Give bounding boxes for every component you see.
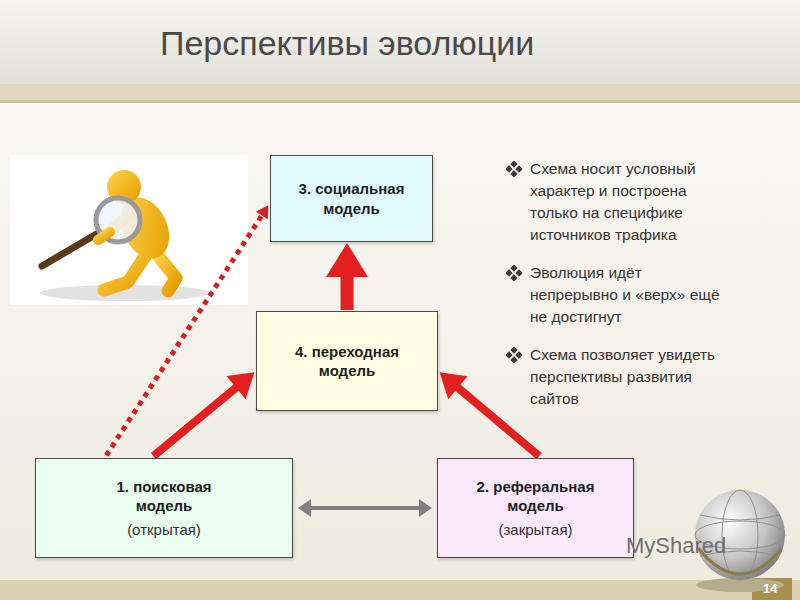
bullet-diamond	[515, 165, 522, 172]
model-box: 2. реферальная модель (закрытая)	[437, 458, 634, 558]
model-type: (открытая)	[127, 520, 201, 540]
model-name: 4. переходная модель	[277, 342, 417, 381]
slide-title: Перспективы эволюции	[160, 24, 534, 63]
model-name: 1. поисковая модель	[96, 477, 232, 516]
footer-strip	[0, 580, 800, 600]
search-figure	[10, 155, 248, 305]
bullet-diamond	[506, 165, 513, 172]
connector-arrow	[153, 372, 254, 456]
bullet-diamond	[506, 351, 513, 358]
connector-line	[153, 385, 238, 456]
bullet-item: Эволюция идёт непрерывно и «верх» ещё не…	[506, 262, 730, 328]
model-type: (закрытая)	[498, 520, 572, 540]
model-name: 3. социальная модель	[279, 179, 424, 218]
connector-line	[341, 272, 354, 310]
bullet-item: Схема позволяет увидеть перспективы разв…	[506, 344, 730, 410]
model-box: 1. поисковая модель (открытая)	[35, 458, 293, 558]
watermark: MyShared	[626, 533, 726, 559]
bullet-text: Схема носит условный характер и построен…	[530, 158, 730, 246]
header-band	[0, 0, 800, 84]
header-line	[0, 100, 800, 103]
bullet-diamond	[510, 274, 517, 281]
arrow-head	[226, 372, 254, 399]
arrow-head	[298, 499, 311, 517]
bullet-diamond	[515, 351, 522, 358]
bullet-diamond	[506, 269, 513, 276]
bullet-diamond	[510, 265, 517, 272]
arrow-head	[440, 372, 468, 399]
bullet-text: Схема позволяет увидеть перспективы разв…	[530, 344, 730, 410]
bullet-symbol	[506, 161, 522, 177]
bullet-list: Схема носит условный характер и построен…	[506, 158, 730, 410]
bullet-diamond	[510, 347, 517, 354]
connector-line	[106, 214, 263, 456]
arrow-head	[419, 499, 432, 517]
bullet-diamond	[515, 269, 522, 276]
connector-arrow	[298, 499, 432, 517]
arrow-head	[326, 243, 368, 277]
header-strip	[0, 84, 800, 100]
connector-line	[455, 385, 539, 456]
page-number: 14	[763, 581, 777, 596]
bullet-symbol	[506, 347, 522, 363]
bullet-diamond	[510, 356, 517, 363]
arrow-head	[256, 205, 268, 219]
bullet-text: Эволюция идёт непрерывно и «верх» ещё не…	[530, 262, 730, 328]
bullet-symbol	[506, 265, 522, 281]
bullet-item: Схема носит условный характер и построен…	[506, 158, 730, 246]
bullet-diamond	[510, 161, 517, 168]
connector-arrow	[106, 205, 268, 455]
model-box: 3. социальная модель	[270, 155, 433, 242]
connector-arrow	[326, 243, 368, 310]
model-name: 2. реферальная модель	[458, 477, 613, 516]
connector-line	[309, 506, 421, 510]
model-box: 4. переходная модель	[256, 311, 438, 411]
connector-arrow	[440, 372, 540, 456]
bullet-diamond	[510, 170, 517, 177]
